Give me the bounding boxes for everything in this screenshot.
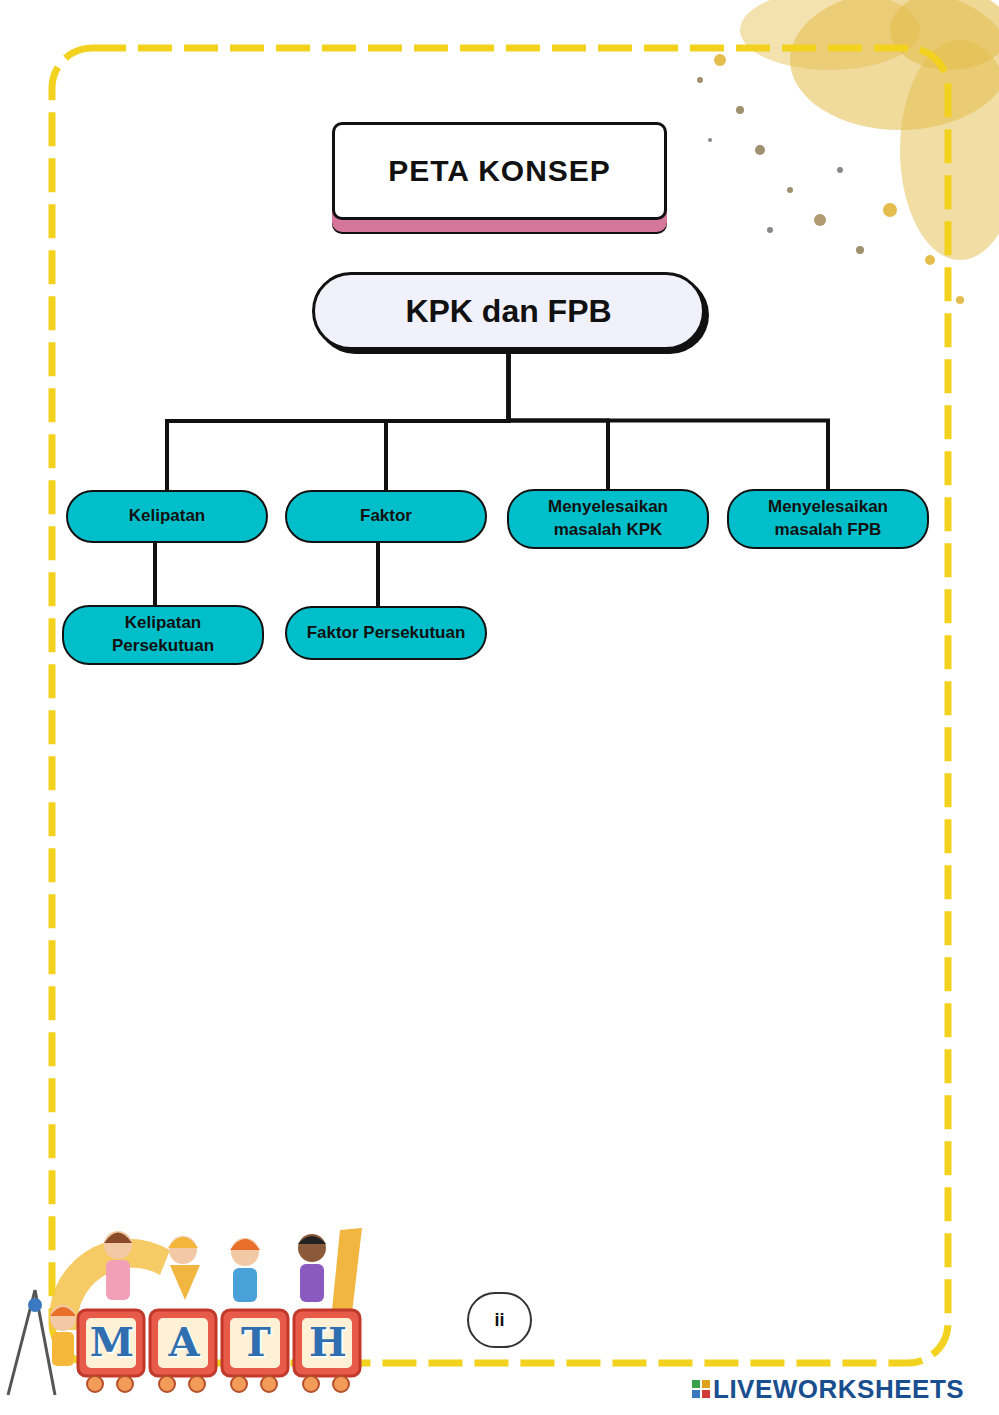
subconcept-box: Faktor Persekutuan xyxy=(285,606,487,660)
concept-box: Menyelesaikan masalah FPB xyxy=(727,489,929,549)
train-letter: T xyxy=(231,1318,281,1365)
concept-box: Faktor xyxy=(285,490,487,543)
title-text: PETA KONSEP xyxy=(388,154,611,188)
watermark: LIVEWORKSHEETS xyxy=(713,1374,964,1405)
connector-line xyxy=(386,350,509,490)
node-text: ii xyxy=(494,1310,504,1331)
node-text: Kelipatan xyxy=(129,505,206,528)
connector-line xyxy=(509,350,829,489)
connector-line xyxy=(167,350,509,490)
train-letter: M xyxy=(87,1318,137,1365)
dashed-border xyxy=(52,48,948,1363)
logo-tiles xyxy=(692,1380,710,1398)
title-box: PETA KONSEP xyxy=(332,122,667,220)
page-number-box: ii xyxy=(467,1292,532,1348)
math-train-illustration xyxy=(8,1228,362,1395)
node-text: KPK dan FPB xyxy=(405,293,611,330)
train-letter: H xyxy=(303,1318,353,1365)
connector-line xyxy=(153,543,157,605)
subconcept-box: Kelipatan Persekutuan xyxy=(62,605,264,665)
node-text: Faktor Persekutuan xyxy=(307,622,466,645)
concept-box: Kelipatan xyxy=(66,490,268,543)
concept-box: Menyelesaikan masalah KPK xyxy=(507,489,709,549)
node-text: Menyelesaikan masalah KPK xyxy=(519,496,697,542)
connector-line xyxy=(376,543,380,606)
train-letter: A xyxy=(159,1318,209,1365)
node-text: Faktor xyxy=(360,505,412,528)
node-text: Kelipatan Persekutuan xyxy=(74,612,252,658)
topic-box: KPK dan FPB xyxy=(312,272,705,350)
node-text: Menyelesaikan masalah FPB xyxy=(739,496,917,542)
